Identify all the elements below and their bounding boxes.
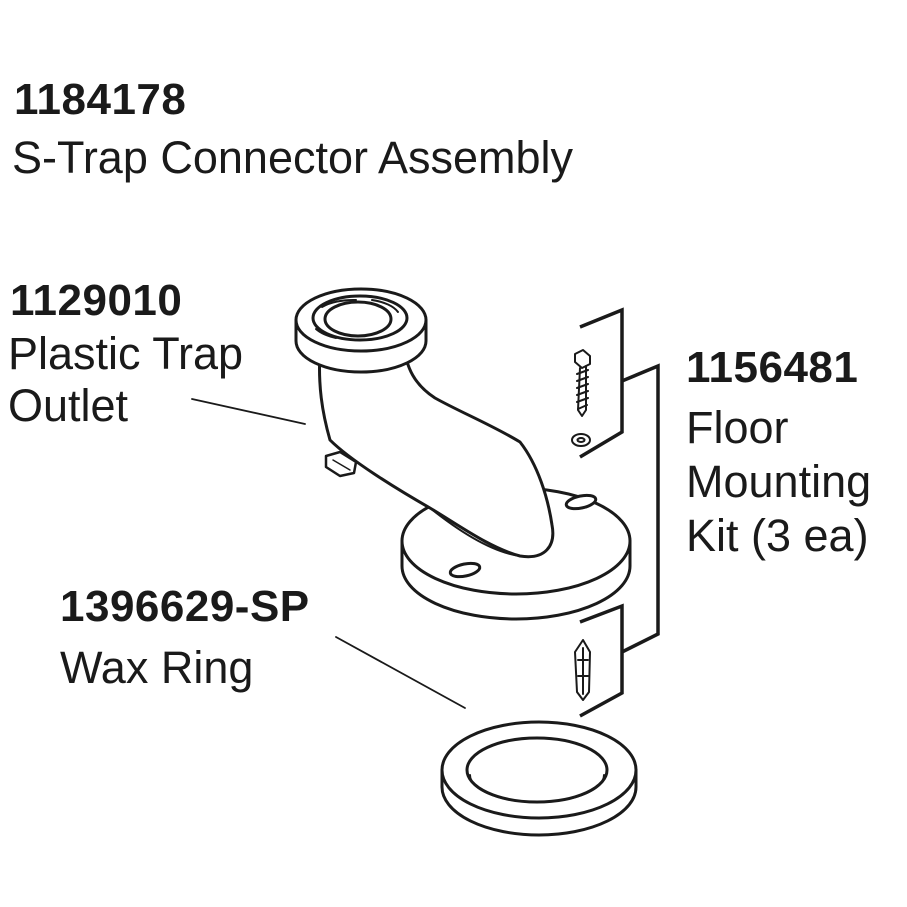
mounting-kit-name-line-3: Kit (3 ea) — [686, 510, 869, 561]
assembly-part-number: 1184178 — [14, 75, 187, 124]
wall-anchor-icon — [574, 639, 591, 701]
mounting-kit-part-number: 1156481 — [686, 343, 859, 392]
trap-outlet-name-line-2: Outlet — [8, 380, 129, 431]
wax-ring-leader — [335, 636, 466, 709]
mounting-kit-bracket — [579, 307, 660, 718]
lag-screw-icon — [574, 349, 591, 417]
mounting-kit-name-line-1: Floor — [686, 402, 789, 453]
mounting-kit-name-line-2: Mounting — [686, 456, 872, 507]
washer-icon — [571, 433, 591, 447]
assembly-title: S-Trap Connector Assembly — [12, 132, 574, 183]
wax-ring-name: Wax Ring — [60, 642, 254, 693]
wax-ring-icon — [440, 720, 638, 837]
s-trap-outlet-icon — [294, 287, 632, 621]
trap-outlet-part-number: 1129010 — [10, 276, 183, 325]
trap-outlet-name-line-1: Plastic Trap — [8, 328, 244, 379]
trap-outlet-leader — [191, 398, 306, 425]
wax-ring-part-number: 1396629-SP — [60, 582, 310, 631]
